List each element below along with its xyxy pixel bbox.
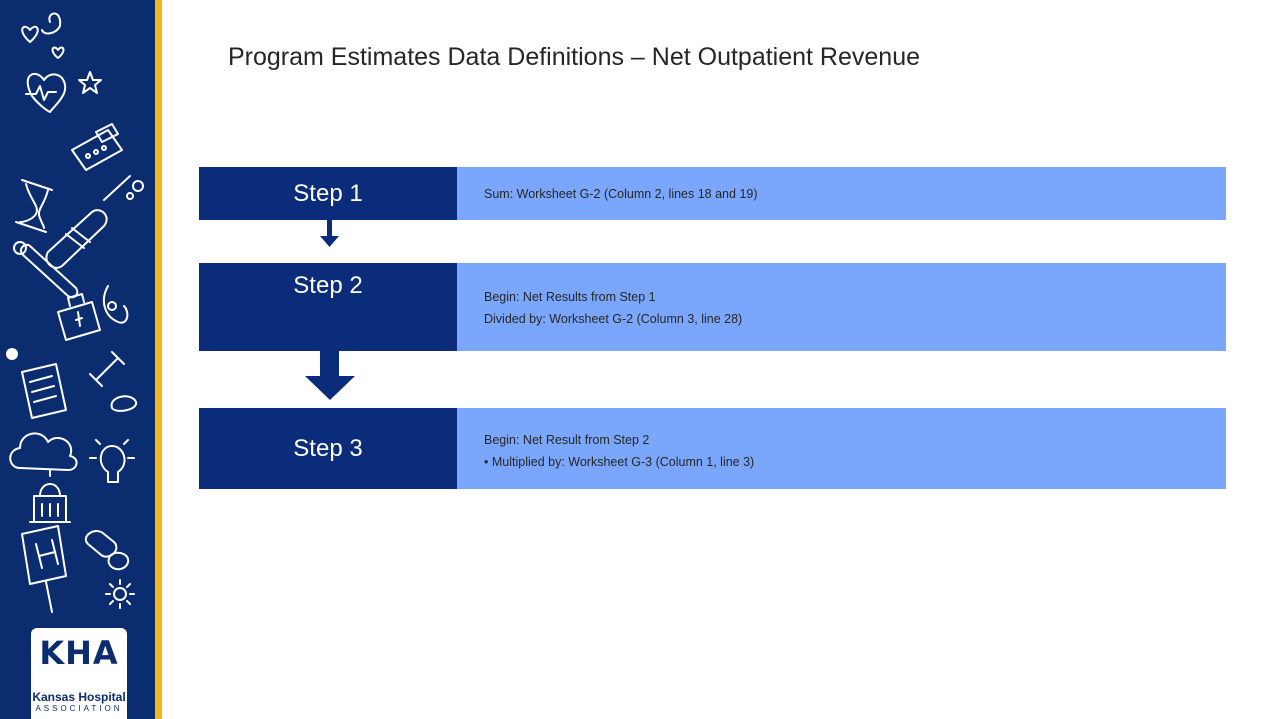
hourglass-icon bbox=[15, 179, 53, 233]
button-dot-icon bbox=[6, 348, 18, 360]
sun-icon bbox=[105, 579, 135, 609]
gavel-icon bbox=[89, 351, 138, 412]
step-2-line-2: Divided by: Worksheet G-2 (Column 3, lin… bbox=[484, 312, 743, 326]
step-1-box: Step 1 bbox=[199, 167, 457, 220]
step-2-label: Step 2 bbox=[293, 272, 363, 299]
step-3-line-2: • Multiplied by: Worksheet G-3 (Column 1… bbox=[484, 455, 755, 469]
star-icon bbox=[78, 71, 102, 94]
step-1-description: Sum: Worksheet G-2 (Column 2, lines 18 a… bbox=[457, 167, 1226, 220]
gold-stripe bbox=[155, 0, 162, 719]
hospital-sign-icon bbox=[21, 525, 67, 613]
first-aid-kit-icon bbox=[57, 293, 101, 341]
thermometer-icon bbox=[13, 241, 79, 299]
step-2-line-1: Begin: Net Results from Step 1 bbox=[484, 290, 656, 304]
step-2-description: Begin: Net Results from Step 1 Divided b… bbox=[457, 263, 1226, 351]
arrow-down-icon-small bbox=[320, 220, 339, 247]
step-1-line-1: Sum: Worksheet G-2 (Column 2, lines 18 a… bbox=[484, 186, 758, 201]
logo-org-subtitle: ASSOCIATION bbox=[35, 704, 123, 713]
hearts-icon bbox=[21, 12, 65, 59]
step-2-box: Step 2 bbox=[199, 263, 457, 351]
step-1-label: Step 1 bbox=[293, 179, 363, 207]
sidebar-doodles bbox=[6, 12, 144, 613]
logo-org-name: Kansas Hospital bbox=[32, 690, 126, 704]
lightbulb-icon bbox=[89, 439, 135, 483]
step-3-label: Step 3 bbox=[293, 434, 363, 462]
clipboard-icon bbox=[21, 363, 67, 419]
capitol-building-icon bbox=[29, 469, 71, 523]
step-3-description: Begin: Net Result from Step 2 • Multipli… bbox=[457, 408, 1226, 489]
pills-icon bbox=[85, 530, 129, 571]
card-reader-icon bbox=[71, 123, 123, 171]
decorative-sidebar bbox=[0, 0, 155, 719]
logo-letters: KHA bbox=[39, 634, 119, 672]
cloud-icon bbox=[9, 432, 78, 471]
heart-monitor-icon bbox=[25, 72, 67, 113]
kha-logo: KHA Kansas Hospital ASSOCIATION bbox=[31, 628, 127, 719]
step-3-box: Step 3 bbox=[199, 408, 457, 489]
pen-gears-icon bbox=[103, 175, 144, 201]
step-3-line-1: Begin: Net Result from Step 2 bbox=[484, 433, 650, 447]
stethoscope-icon bbox=[102, 285, 129, 324]
arrow-down-icon-large bbox=[305, 351, 355, 400]
slide-title: Program Estimates Data Definitions – Net… bbox=[228, 43, 921, 71]
